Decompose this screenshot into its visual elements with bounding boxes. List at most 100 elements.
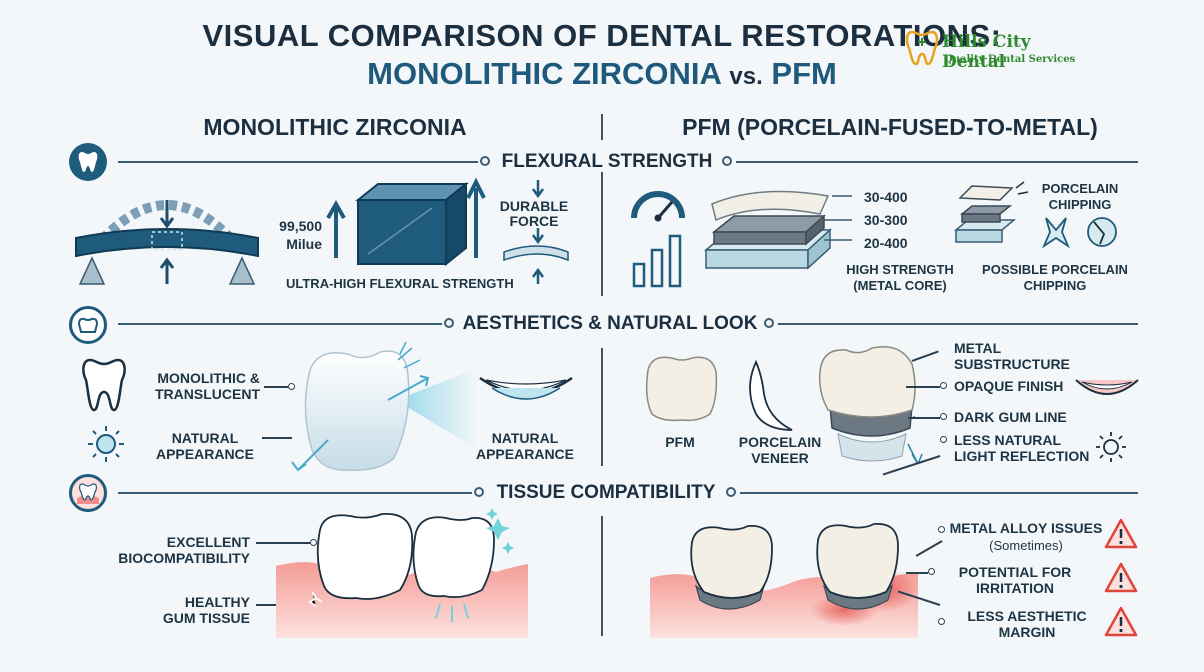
section-dot (722, 156, 732, 166)
logo: Hills City Dental Quality Dental Service… (902, 28, 1092, 72)
natural-label-line1: NATURAL (171, 430, 239, 446)
chipping-caption-line2: CHIPPING (1023, 278, 1087, 293)
chipping-label-line2: CHIPPING (1048, 197, 1112, 212)
leader-dot (938, 618, 945, 625)
pfm-crown-icon (645, 356, 718, 422)
leader-dot (940, 413, 947, 420)
leader-line (262, 437, 292, 439)
tooth-outline-icon (82, 358, 126, 412)
zirconia-block-illustration (326, 177, 486, 267)
bio-label-line2: BIOCOMPATIBILITY (118, 550, 250, 566)
margin-label-line1: LESS AESTHETIC (967, 608, 1087, 624)
chipped-fragments-icon (1041, 217, 1117, 249)
chipping-label-line1: PORCELAIN (1041, 181, 1119, 196)
gum-label-line2: GUM TISSUE (162, 610, 250, 626)
dim-sun-icon (1096, 432, 1126, 462)
gum-section-icon (69, 474, 107, 512)
monolithic-label-line2: TRANSLUCENT (155, 386, 260, 402)
strength-value-line1: 99,500 (279, 218, 322, 234)
chipping-caption-line1: POSSIBLE PORCELAIN (982, 262, 1128, 277)
page-title: VISUAL COMPARISON OF DENTAL RESTORATIONS… (202, 18, 1002, 53)
zirconia-crown-illustration (291, 341, 478, 472)
strength-caption-left: ULTRA-HIGH FLEXURAL STRENGTH (286, 276, 514, 291)
column-divider (601, 172, 603, 296)
metal-label-line2: SUBSTRUCTURE (954, 356, 1070, 372)
smile-opaque-icon (1075, 379, 1139, 395)
section-dot (726, 487, 736, 497)
column-divider-top (601, 114, 603, 140)
subtitle-right: PFM (771, 56, 837, 91)
light-label-line2: LIGHT REFLECTION (954, 448, 1090, 464)
pfm-crown-cross-section (818, 346, 923, 465)
margin-label-line2: MARGIN (998, 624, 1056, 640)
pfm-strength-value-2: 30-300 (864, 212, 908, 228)
pfm-strength-value-3: 20-400 (864, 235, 908, 251)
leader-line (908, 417, 940, 419)
leader-line (906, 572, 928, 574)
section-line-tissue-left (118, 492, 472, 494)
column-divider (601, 348, 603, 466)
strength-value-line2: Milue (286, 236, 322, 252)
section-line-aesthetics-left (118, 323, 442, 325)
light-label-line1: LESS NATURAL (954, 432, 1062, 448)
leader-dot (940, 436, 947, 443)
opaque-label: OPAQUE FINISH (954, 378, 1064, 394)
section-line-strength-left (118, 161, 478, 163)
pfm-layered-block-illustration (703, 190, 852, 270)
gum-label-line1: HEALTHY (184, 594, 250, 610)
tooth-section-icon (69, 143, 107, 181)
subtitle-vs: vs. (729, 63, 763, 90)
leader-dot (938, 526, 945, 533)
veneer-label-line2: VENEER (751, 450, 809, 466)
page-subtitle: MONOLITHIC ZIRCONIA vs. PFM (0, 56, 1204, 92)
column-header-right: PFM (PORCELAIN-FUSED-TO-METAL) (682, 114, 1098, 140)
leader-line (264, 386, 288, 388)
force-label-line2: FORCE (509, 213, 559, 229)
monolithic-label-line1: MONOLITHIC & (157, 370, 260, 386)
leader-dot (928, 568, 935, 575)
warning-icon (1104, 562, 1138, 593)
pfm-strength-caption-line2: (METAL CORE) (853, 278, 947, 293)
section-dot (474, 487, 484, 497)
section-dot (764, 318, 774, 328)
natural-label-line2: APPEARANCE (155, 446, 254, 462)
section-dot (480, 156, 490, 166)
alloy-label-line2: (Sometimes) (989, 538, 1063, 553)
tooth-logo-icon (905, 30, 939, 66)
alloy-label-line1: METAL ALLOY ISSUES (949, 520, 1103, 536)
logo-tagline: Quality Dental Services (944, 54, 1076, 65)
leader-line (906, 386, 940, 388)
column-divider (601, 516, 603, 636)
metal-label-line1: METAL (954, 340, 1002, 356)
pfm-gum-teeth-illustration (650, 523, 918, 638)
section-line-aesthetics-right (778, 323, 1138, 325)
section-line-strength-right (736, 161, 1138, 163)
force-arrows-icon (503, 180, 569, 284)
subtitle-left: MONOLITHIC ZIRCONIA (367, 56, 721, 91)
pfm-strength-caption-line1: HIGH STRENGTH (846, 262, 954, 277)
sun-icon (88, 426, 124, 462)
bio-label-line1: EXCELLENT (166, 534, 250, 550)
irritation-label-line2: IRRITATION (975, 580, 1055, 596)
pfm-strength-value-1: 30-400 (864, 189, 908, 205)
leader-dot (940, 382, 947, 389)
gum-line-label: DARK GUM LINE (954, 409, 1067, 425)
section-dot (444, 318, 454, 328)
crown-section-icon (69, 306, 107, 344)
leader-dot (288, 383, 295, 390)
smile-label-line1: NATURAL (491, 430, 559, 446)
smile-label-line2: APPEARANCE (475, 446, 574, 462)
warning-icon (1104, 606, 1138, 637)
column-header-left: MONOLITHIC ZIRCONIA (203, 114, 467, 140)
leader-line (256, 542, 310, 544)
section-title-tissue: TISSUE COMPATIBILITY (496, 482, 716, 503)
porcelain-veneer-icon (749, 359, 793, 431)
section-title-aesthetics: AESTHETICS & NATURAL LOOK (462, 313, 758, 334)
irritation-label-line1: POTENTIAL FOR (958, 564, 1072, 580)
force-label-line1: DURABLE (499, 198, 569, 214)
warning-icon (1104, 518, 1138, 549)
bending-beam-illustration (75, 200, 259, 285)
logo-name: Hills City Dental (942, 32, 1031, 72)
porcelain-chipping-block-icon (953, 181, 1029, 243)
leader-dot (310, 539, 317, 546)
